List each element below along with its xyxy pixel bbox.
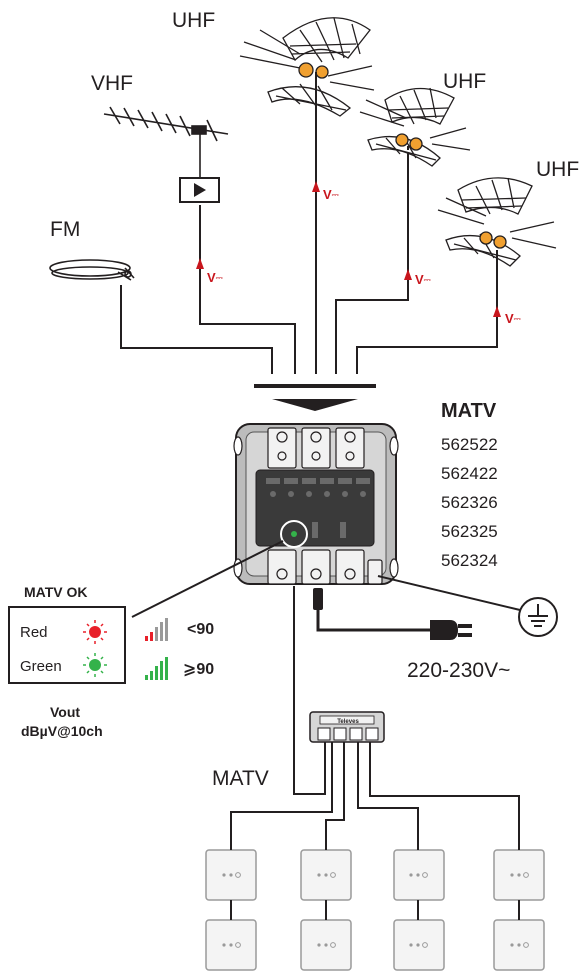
fm-antenna bbox=[49, 259, 135, 281]
antenna-cables bbox=[120, 108, 498, 374]
ground-connection bbox=[377, 575, 558, 637]
uhf-label-2: UHF bbox=[443, 70, 487, 93]
model-item: 562422 bbox=[441, 464, 498, 483]
green-label: Green bbox=[20, 658, 62, 675]
dc-label-uhf-2: V⎓ bbox=[415, 272, 431, 287]
uhf-label-3: UHF bbox=[536, 158, 580, 181]
dc-label-uhf-1: V⎓ bbox=[323, 187, 339, 202]
model-item: 562326 bbox=[441, 493, 498, 512]
splitter-brand: Televes bbox=[337, 719, 359, 725]
vout-unit-line-1: Vout bbox=[50, 704, 81, 720]
splitter: Televes bbox=[309, 711, 385, 743]
outlet-vertical-links bbox=[230, 832, 520, 920]
green-led-icon bbox=[83, 653, 107, 677]
dc-power-arrows bbox=[196, 181, 501, 317]
model-item: 562324 bbox=[441, 551, 498, 570]
uhf-antenna-2 bbox=[359, 87, 471, 167]
dc-label-vhf: V⎓ bbox=[207, 270, 223, 285]
vhf-label: VHF bbox=[91, 72, 133, 95]
signal-bars-high-icon bbox=[145, 657, 168, 680]
signal-bars-low-icon bbox=[145, 618, 168, 641]
red-label: Red bbox=[20, 624, 48, 641]
mains-voltage-label: 220-230V~ bbox=[407, 659, 511, 682]
fm-label: FM bbox=[50, 218, 81, 241]
status-legend-box: Red Green bbox=[8, 606, 126, 684]
matv-amplifier bbox=[233, 423, 399, 585]
vhf-antenna bbox=[103, 106, 229, 203]
outlet-sockets bbox=[222, 872, 529, 948]
amplifier-title: MATV bbox=[441, 400, 497, 422]
amplifier-model-list: MATV 562522 562422 562326 562325 562324 bbox=[441, 398, 498, 575]
dc-label-uhf-3: V⎓ bbox=[505, 311, 521, 326]
model-item: 562522 bbox=[441, 435, 498, 454]
uhf-label-1: UHF bbox=[172, 9, 216, 32]
zoom-pointer-line bbox=[131, 540, 284, 618]
combiner-arrow bbox=[254, 384, 376, 411]
vout-unit-line-2: dBµV@10ch bbox=[21, 723, 103, 739]
red-led-icon bbox=[83, 620, 107, 644]
model-item: 562325 bbox=[441, 522, 498, 541]
low-level-label: <90 bbox=[187, 621, 215, 638]
status-title: MATV OK bbox=[24, 584, 88, 600]
mains-power-cable bbox=[313, 588, 472, 640]
output-cables bbox=[230, 586, 520, 920]
uhf-antenna-1 bbox=[239, 17, 375, 117]
high-level-label: ⩾90 bbox=[183, 661, 215, 678]
distribution-label: MATV bbox=[212, 767, 269, 790]
wall-outlets bbox=[205, 849, 545, 971]
uhf-antenna-3 bbox=[437, 177, 557, 298]
